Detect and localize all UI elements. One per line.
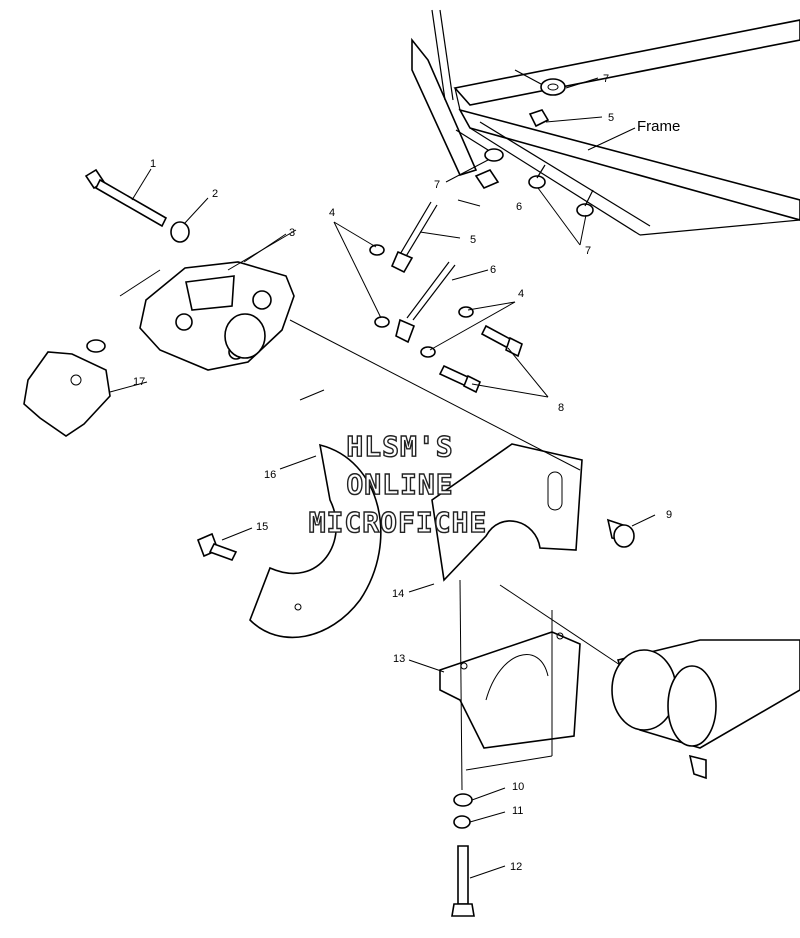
frame-hardware: [455, 69, 594, 217]
leader-lines: [109, 77, 656, 879]
brake-rods: [390, 201, 456, 344]
callout-labels: 1 2 3 4 4 5 5 6 6 7 7 7 8 9 10 11 12 13 …: [133, 73, 672, 873]
frame-structure: [411, 9, 800, 236]
bracket-13: [439, 631, 581, 749]
callout-14: 14: [392, 588, 404, 600]
callout-6-upper: 6: [516, 201, 522, 213]
callout-7-right: 7: [585, 245, 591, 257]
callout-8: 8: [558, 402, 564, 414]
callout-9: 9: [666, 509, 672, 521]
callout-3: 3: [289, 227, 295, 239]
callout-17: 17: [133, 376, 145, 388]
caliper-3: [139, 261, 295, 371]
watermark-line-2: ONLINE: [346, 468, 453, 501]
spacer-9: [606, 518, 635, 548]
bracket-14: [431, 443, 583, 582]
callout-15: 15: [256, 521, 268, 533]
callout-6-lower: 6: [490, 264, 496, 276]
callout-7-left: 7: [434, 179, 440, 191]
callout-4-lower: 4: [518, 288, 524, 300]
callout-5-lower: 5: [470, 234, 476, 246]
axle-housing: [611, 639, 800, 780]
watermark-line-1: HLSM'S: [346, 430, 453, 463]
watermark-line-3: MICROFICHE: [309, 506, 488, 539]
assembly-lines: [289, 319, 621, 791]
brake-pad-17: [23, 339, 111, 437]
bolt-1: [84, 168, 168, 228]
washer-10: [453, 793, 473, 807]
bolt-15: [196, 532, 238, 561]
callout-16: 16: [264, 469, 276, 481]
callout-4-upper: 4: [329, 207, 335, 219]
watermark: HLSM'S ONLINE MICROFICHE: [308, 429, 488, 539]
washers-4: [369, 244, 474, 358]
callout-5-upper: 5: [608, 112, 614, 124]
washer-2: [170, 221, 190, 243]
callout-12: 12: [510, 861, 522, 873]
washer-11: [453, 815, 471, 829]
callout-10: 10: [512, 781, 524, 793]
plate-16: [249, 443, 382, 639]
bolts-8: [438, 324, 523, 394]
callout-7-top: 7: [603, 73, 609, 85]
frame-label: Frame: [637, 118, 680, 135]
callout-1: 1: [150, 158, 156, 170]
callout-2: 2: [212, 188, 218, 200]
bolt-12: [451, 845, 475, 917]
callout-13: 13: [393, 653, 405, 665]
callout-11: 11: [512, 805, 523, 817]
